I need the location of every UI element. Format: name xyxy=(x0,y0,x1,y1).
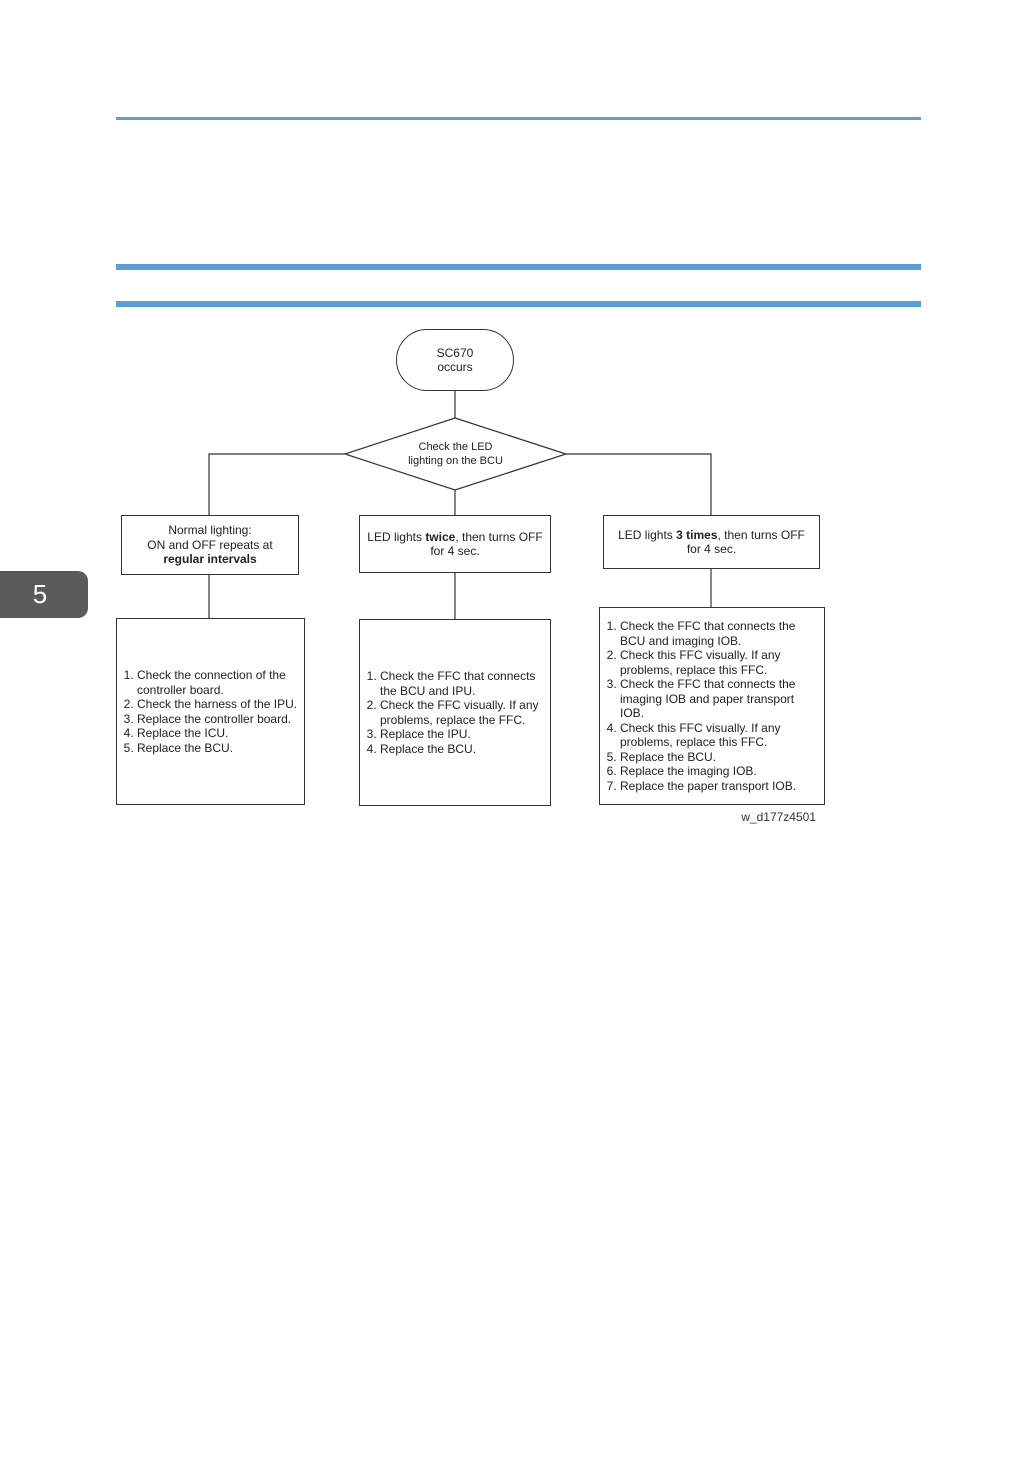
step-item: Check this FFC visually. If any problems… xyxy=(620,648,820,677)
condition-2-bold: twice xyxy=(425,529,456,544)
steps-box-normal-lighting: Check the connection of the controller b… xyxy=(116,618,305,805)
steps-box-lights-3-times: Check the FFC that connects the BCU and … xyxy=(599,607,825,805)
figure-id: w_d177z4501 xyxy=(741,810,816,824)
step-item: Replace the ICU. xyxy=(137,726,300,741)
decision-label: Check the LED lighting on the BCU xyxy=(345,418,566,490)
condition-1-line-2: ON and OFF repeats at xyxy=(147,537,273,552)
steps-list-2: Check the FFC that connects the BCU and … xyxy=(364,669,546,756)
chapter-tab[interactable]: 5 xyxy=(0,571,88,618)
condition-1-line-3: regular intervals xyxy=(163,552,257,567)
start-line-1: SC670 xyxy=(436,345,474,360)
steps-list-3: Check the FFC that connects the BCU and … xyxy=(604,619,820,793)
condition-3-bold: 3 times xyxy=(676,527,718,542)
section-rule-top xyxy=(116,264,921,270)
step-item: Check the FFC visually. If any problems,… xyxy=(380,698,546,727)
step-item: Replace the paper transport IOB. xyxy=(620,779,820,794)
condition-lights-twice: LED lights twice, then turns OFF for 4 s… xyxy=(359,515,551,573)
start-line-2: occurs xyxy=(437,360,473,374)
step-item: Replace the BCU. xyxy=(380,742,546,757)
step-item: Check the FFC that connects the imaging … xyxy=(620,677,820,721)
steps-box-lights-twice: Check the FFC that connects the BCU and … xyxy=(359,619,551,806)
connector-decision-to-branch-3 xyxy=(566,453,712,515)
steps-list-1: Check the connection of the controller b… xyxy=(121,668,300,755)
condition-lights-3-times: LED lights 3 times, then turns OFF for 4… xyxy=(603,515,820,569)
condition-3-suffix: , then turns OFF for 4 sec. xyxy=(686,527,805,557)
condition-normal-lighting: Normal lighting: ON and OFF repeats at r… xyxy=(121,515,299,575)
step-item: Check the connection of the controller b… xyxy=(137,668,300,697)
condition-3-prefix: LED lights xyxy=(618,527,677,542)
step-item: Replace the controller board. xyxy=(137,712,300,727)
header-rule xyxy=(116,117,921,120)
decision-line-1: Check the LED xyxy=(418,440,493,453)
step-item: Replace the IPU. xyxy=(380,727,546,742)
condition-2-suffix: , then turns OFF for 4 sec. xyxy=(430,529,543,559)
connector-decision-to-branch-1 xyxy=(208,453,345,515)
step-item: Check the FFC that connects the BCU and … xyxy=(380,669,546,698)
step-item: Replace the imaging IOB. xyxy=(620,764,820,779)
condition-2-prefix: LED lights xyxy=(367,529,426,544)
section-rule-bottom xyxy=(116,301,921,307)
condition-1-line-1: Normal lighting: xyxy=(168,523,252,538)
decision-line-2: lighting on the BCU xyxy=(408,455,503,467)
step-item: Replace the BCU. xyxy=(620,750,820,765)
step-item: Check the harness of the IPU. xyxy=(137,697,300,712)
step-item: Check this FFC visually. If any problems… xyxy=(620,721,820,750)
step-item: Check the FFC that connects the BCU and … xyxy=(620,619,820,648)
start-terminator: SC670 occurs xyxy=(396,329,514,391)
step-item: Replace the BCU. xyxy=(137,741,300,756)
